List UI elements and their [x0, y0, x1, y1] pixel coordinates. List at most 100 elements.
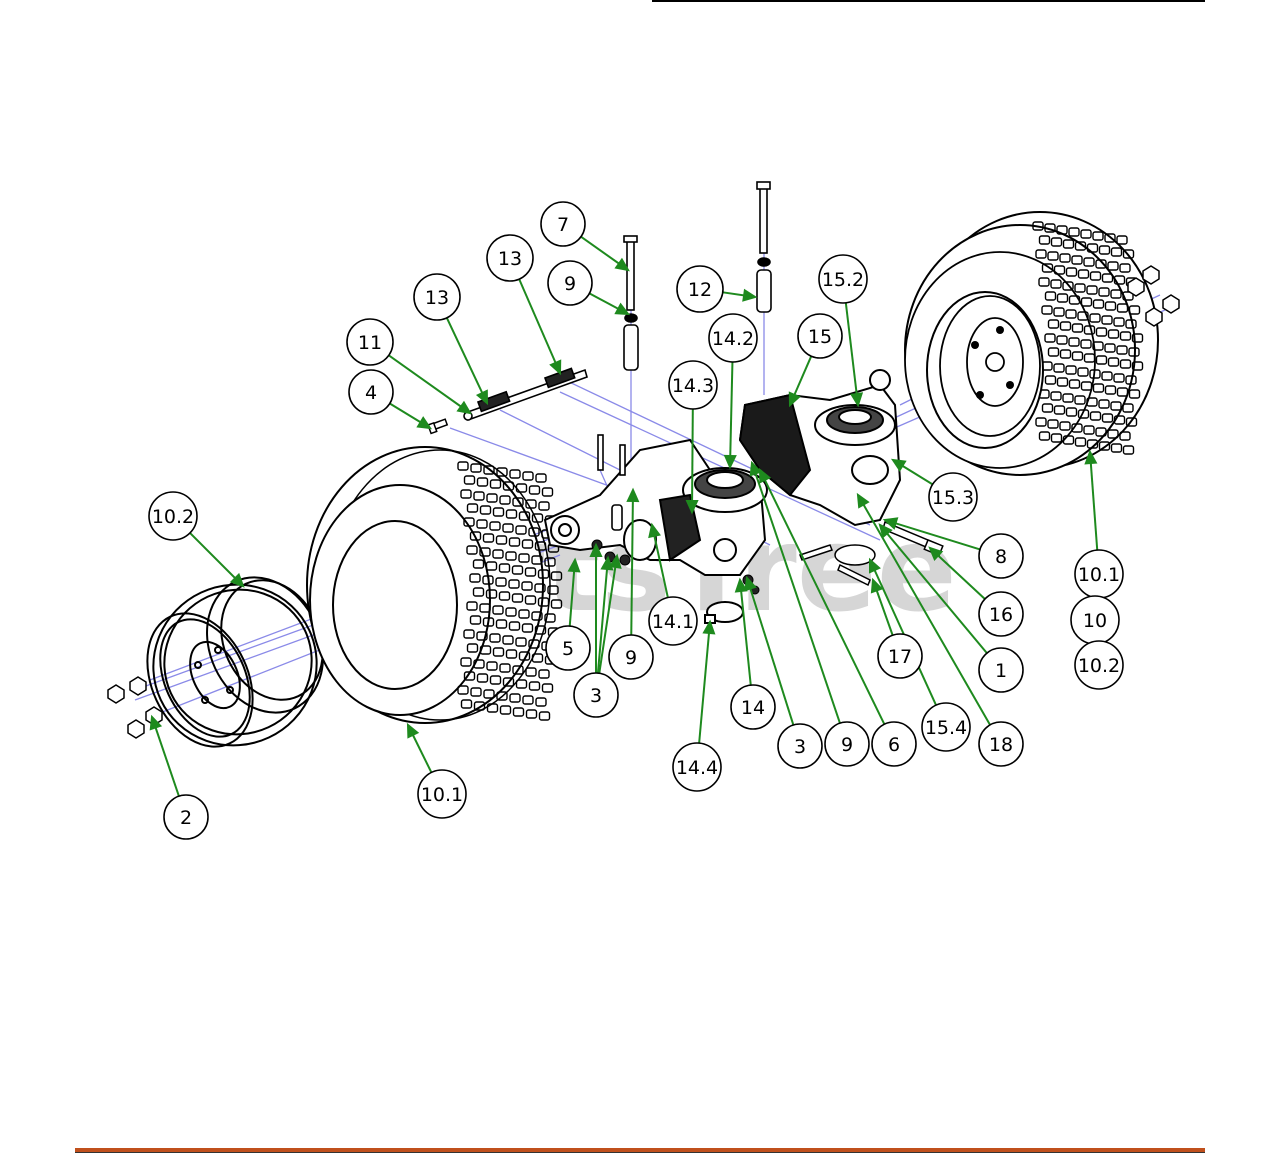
- right-transaxle: [738, 369, 902, 527]
- tread-block: [1068, 295, 1081, 305]
- tread-block: [1113, 373, 1125, 383]
- tread-block: [537, 569, 550, 579]
- callout-label: 10.1: [1078, 564, 1120, 586]
- leader-line: [151, 716, 180, 797]
- callout-label: 10.2: [1078, 655, 1120, 677]
- leader-arrowhead: [868, 557, 881, 574]
- tread-block: [457, 461, 469, 471]
- callout-label: 1: [995, 660, 1007, 682]
- tread-block: [550, 571, 563, 581]
- tread-block: [1116, 235, 1128, 245]
- tread-block: [1098, 245, 1111, 255]
- leader-arrowhead: [608, 553, 622, 569]
- leader-arrowhead: [1084, 449, 1098, 465]
- tread-block: [1086, 397, 1098, 407]
- tread-block: [1110, 289, 1122, 299]
- tread-block: [470, 687, 482, 697]
- tread-block: [1092, 231, 1104, 241]
- tread-block: [538, 501, 550, 511]
- callout-10-2: 10.2: [1074, 640, 1124, 690]
- callout-10-1: 10.1: [1074, 549, 1124, 599]
- tread-block: [518, 651, 531, 661]
- vertical-bolts: [597, 181, 772, 531]
- callout-circle: [978, 647, 1024, 693]
- tread-block: [1095, 427, 1107, 437]
- leader-arrowhead: [685, 499, 699, 515]
- left-rim: [146, 576, 324, 748]
- tread-block: [492, 507, 505, 517]
- tread-block: [1113, 317, 1125, 327]
- tread-block: [469, 615, 482, 625]
- leader-arrowhead: [744, 575, 757, 592]
- callout-circle: [163, 794, 209, 840]
- tread-block: [1071, 255, 1083, 265]
- callout-label: 3: [590, 685, 602, 707]
- tread-block: [1080, 381, 1093, 391]
- callout-4: 4: [348, 369, 394, 415]
- tread-block: [1074, 241, 1087, 251]
- axle-rod: [463, 367, 588, 422]
- leader-arrowhead: [702, 619, 716, 635]
- tread-block: [508, 579, 520, 589]
- callout-15: 15: [797, 313, 843, 359]
- tread-block: [1074, 437, 1087, 447]
- callout-14-4: 14.4: [672, 742, 722, 792]
- tread-block: [1035, 249, 1047, 259]
- tread-block: [1131, 361, 1144, 371]
- tread-block: [1062, 393, 1074, 403]
- tread-block: [528, 527, 540, 537]
- tread-block: [547, 585, 559, 595]
- leader-line: [630, 489, 634, 636]
- tread-block: [1059, 321, 1072, 331]
- leader-line: [1089, 451, 1099, 551]
- control-rods: [799, 520, 944, 587]
- tread-block: [534, 625, 547, 635]
- tread-block: [521, 623, 534, 633]
- leader-arrowhead: [549, 359, 562, 376]
- callout-1: 1: [978, 647, 1024, 693]
- left-lug-nuts: [107, 676, 163, 739]
- tread-block: [460, 657, 472, 667]
- tread-block: [1107, 329, 1120, 339]
- tread-block: [1098, 441, 1111, 451]
- tread-block: [1101, 413, 1114, 423]
- tread-block: [496, 691, 508, 701]
- tread-block: [515, 637, 527, 647]
- callout-circle: [148, 491, 198, 541]
- leader-line: [729, 361, 734, 468]
- callout-circle: [708, 313, 758, 363]
- tread-block: [1074, 395, 1086, 405]
- callout-15-3: 15.3: [928, 472, 978, 522]
- tread-block: [1101, 371, 1113, 381]
- callout-label: 14: [741, 697, 765, 719]
- tread-block: [466, 545, 478, 555]
- callout-label: 3: [794, 736, 806, 758]
- callout-circle: [348, 369, 394, 415]
- callout-label: 11: [358, 332, 382, 354]
- tread-block: [1044, 333, 1056, 343]
- tread-block: [534, 583, 546, 593]
- tread-block: [1038, 431, 1051, 441]
- callout-11: 11: [346, 318, 394, 366]
- tread-block: [1098, 287, 1110, 297]
- tread-block: [1044, 291, 1057, 301]
- tread-block: [537, 597, 550, 607]
- callout-circle: [978, 721, 1024, 767]
- tread-block: [1125, 417, 1138, 427]
- tread-block: [1071, 423, 1083, 433]
- callout-label: 5: [562, 638, 574, 660]
- callout-label: 8: [995, 546, 1007, 568]
- tread-block: [1053, 307, 1065, 317]
- callout-16: 16: [978, 591, 1024, 637]
- callout-8: 8: [978, 533, 1024, 579]
- leader-arrowhead: [614, 257, 630, 272]
- tread-block: [1065, 267, 1078, 277]
- tread-block: [482, 533, 495, 543]
- tread-block: [1038, 235, 1051, 245]
- tread-block: [1128, 305, 1141, 315]
- callout-9: 9: [547, 260, 593, 306]
- tread-block: [492, 549, 504, 559]
- tread-block: [522, 695, 534, 705]
- tread-block: [505, 509, 518, 519]
- tread-block: [489, 675, 502, 685]
